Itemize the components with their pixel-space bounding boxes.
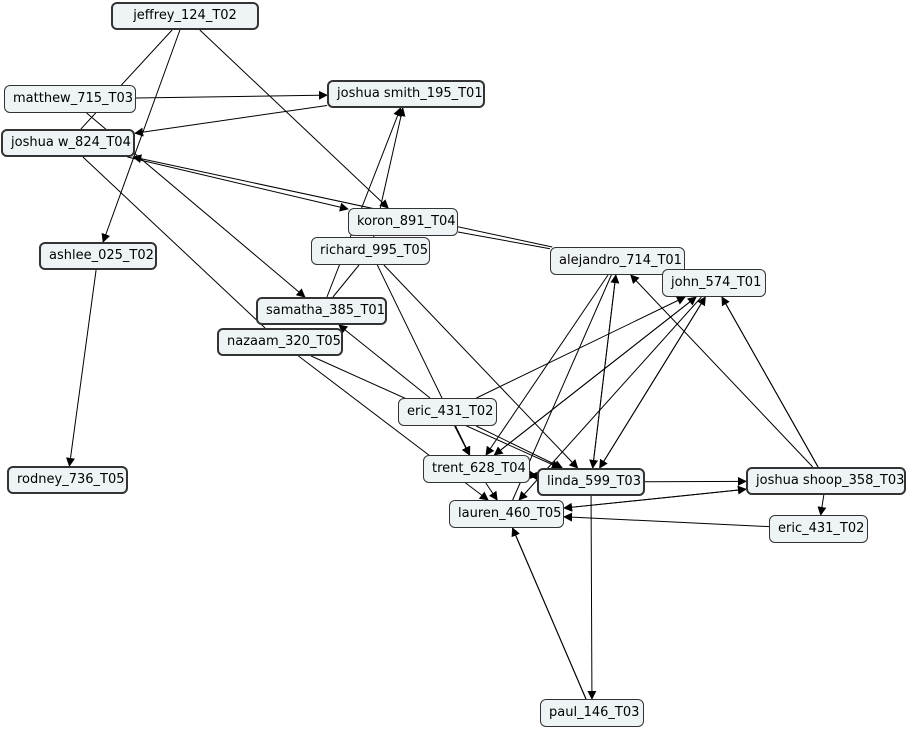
node-koron[interactable]: koron_891_T04: [348, 208, 458, 236]
edge-trent-to-john: [494, 296, 697, 456]
edge-joshua_w-to-nazaam: [82, 156, 266, 329]
edge-samatha-to-joshua_smith: [326, 107, 402, 298]
node-label: eric_431_T02: [778, 521, 865, 536]
node-linda[interactable]: linda_599_T03: [537, 468, 645, 496]
node-label: eric_431_T02: [407, 404, 494, 419]
node-rodney[interactable]: rodney_736_T05: [7, 466, 128, 494]
node-label: richard_995_T05: [320, 243, 428, 258]
edge-linda-to-john: [599, 296, 706, 469]
edge-john-to-joshua_shoop: [721, 296, 819, 468]
node-label: paul_146_T03: [549, 705, 640, 720]
edge-linda-to-alejandro: [592, 274, 620, 469]
edge-eric2-to-lauren: [563, 512, 770, 528]
edge-joshua_shoop-to-alejandro: [630, 274, 814, 468]
edge-matthew-to-joshua_smith: [135, 90, 328, 100]
node-label: linda_599_T03: [547, 474, 641, 489]
node-eric-1[interactable]: eric_431_T02: [398, 398, 497, 426]
node-alejandro[interactable]: alejandro_714_T01: [550, 247, 685, 275]
node-nazaam[interactable]: nazaam_320_T05: [217, 328, 343, 356]
node-label: joshua w_824_T04: [11, 135, 131, 150]
node-label: john_574_T01: [671, 275, 762, 290]
node-joshua-w[interactable]: joshua w_824_T04: [1, 129, 135, 157]
edge-eric1-to-samatha: [338, 324, 431, 399]
node-label: samatha_385_T01: [266, 303, 385, 318]
node-label: jeffrey_124_T02: [133, 8, 237, 23]
node-joshua-shoop[interactable]: joshua shoop_358_T03: [746, 467, 906, 495]
node-paul[interactable]: paul_146_T03: [540, 699, 644, 727]
node-joshua-smith[interactable]: joshua smith_195_T01: [327, 80, 485, 108]
edge-john-to-lauren: [518, 296, 702, 501]
node-label: alejandro_714_T01: [559, 253, 682, 268]
node-label: ashlee_025_T02: [49, 248, 154, 263]
node-ashlee[interactable]: ashlee_025_T02: [39, 242, 157, 270]
edge-alejandro-to-joshua_w: [132, 154, 553, 248]
node-label: matthew_715_T03: [13, 91, 133, 106]
node-lauren[interactable]: lauren_460_T05: [449, 500, 564, 528]
node-samatha[interactable]: samatha_385_T01: [256, 297, 387, 325]
edge-lauren-to-joshua_shoop: [563, 485, 747, 509]
edge-joshua_shoop-to-eric2: [817, 494, 827, 516]
node-label: lauren_460_T05: [458, 506, 562, 521]
node-matthew[interactable]: matthew_715_T03: [4, 85, 136, 113]
edge-koron-to-alejandro: [457, 231, 551, 250]
edge-lauren-to-paul: [512, 527, 587, 700]
edge-richard-to-samatha: [332, 264, 360, 298]
node-eric-2[interactable]: eric_431_T02: [769, 515, 868, 543]
edge-jeffrey-to-koron: [199, 29, 389, 209]
edge-richard-to-linda: [383, 264, 579, 469]
node-jeffrey[interactable]: jeffrey_124_T02: [111, 2, 259, 30]
node-label: trent_628_T04: [432, 461, 526, 476]
node-label: koron_891_T04: [357, 214, 456, 229]
edge-trent-to-lauren: [485, 482, 498, 501]
node-label: rodney_736_T05: [17, 472, 125, 487]
edge-eric1-to-john: [476, 296, 686, 399]
edge-linda-to-trent: [529, 471, 539, 481]
edge-linda-to-paul: [587, 495, 597, 700]
node-label: nazaam_320_T05: [227, 334, 341, 349]
node-richard[interactable]: richard_995_T05: [311, 237, 430, 265]
node-label: joshua smith_195_T01: [337, 86, 483, 101]
edge-joshua_smith-to-joshua_w: [134, 104, 328, 137]
node-trent[interactable]: trent_628_T04: [423, 455, 530, 483]
node-john[interactable]: john_574_T01: [662, 269, 766, 297]
edge-eric1-to-linda: [475, 425, 564, 469]
edge-alejandro-to-trent: [485, 274, 609, 456]
edge-ashlee-to-rodney: [66, 269, 97, 467]
node-label: joshua shoop_358_T03: [756, 473, 905, 488]
edge-joshua_w-to-koron: [127, 156, 349, 212]
edge-eric1-to-trent: [454, 425, 470, 456]
edge-jeffrey-to-joshua_w: [80, 29, 173, 130]
